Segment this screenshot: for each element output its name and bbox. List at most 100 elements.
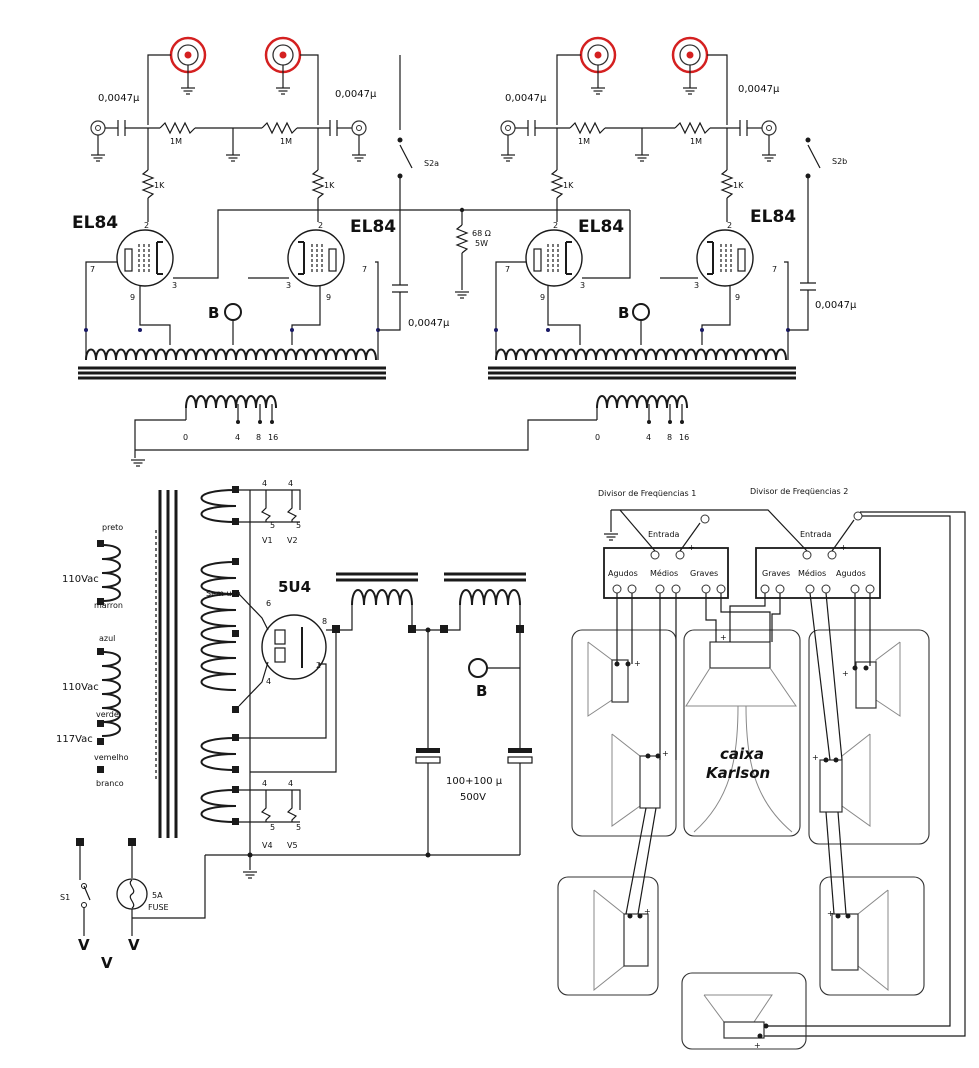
svg-text:0: 0 <box>595 433 600 442</box>
fuse-label: FUSE <box>148 903 169 912</box>
crossover-box-2 <box>755 547 881 599</box>
heater-label: V5 <box>287 841 298 850</box>
switch-label: S2a <box>424 159 439 168</box>
karlson-cabinet <box>683 629 801 837</box>
plus-label: + <box>840 543 847 552</box>
switch-label: S1 <box>60 893 70 902</box>
b-supply-label: B <box>618 304 629 322</box>
band-label: Médios <box>650 568 678 578</box>
svg-text:9: 9 <box>735 293 740 302</box>
band-label: Graves <box>762 569 790 578</box>
cap-label: 0,0047µ <box>505 93 547 104</box>
resistor-label: 1M <box>578 137 590 146</box>
crossover-speakers: Divisor de Freqüencias 1 Divisor de Freq… <box>557 487 966 1050</box>
svg-text:16: 16 <box>679 433 689 442</box>
speaker-cabinet <box>808 629 930 845</box>
svg-text:2: 2 <box>316 661 321 670</box>
svg-text:7: 7 <box>772 265 777 274</box>
svg-text:2: 2 <box>144 221 149 230</box>
tube-label: EL84 <box>350 217 396 237</box>
svg-text:7: 7 <box>90 265 95 274</box>
el84-tube-icon <box>287 229 345 287</box>
cap-label: 0,0047µ <box>335 89 377 100</box>
svg-text:3: 3 <box>694 281 699 290</box>
svg-text:3: 3 <box>580 281 585 290</box>
svg-text:8: 8 <box>256 433 261 442</box>
heater-label: V1 <box>262 536 273 545</box>
amplifier-2: 0,0047µ 0,0047µ 1M 1M 1K 1K EL84 EL84 2 2… <box>135 36 857 451</box>
wire-label: vemelho <box>94 753 129 762</box>
speaker-driver-icon <box>639 755 661 809</box>
svg-text:4: 4 <box>235 433 240 442</box>
el84-tube-icon <box>525 229 583 287</box>
svg-text:7: 7 <box>362 265 367 274</box>
svg-text:4: 4 <box>262 479 267 488</box>
el84-tube-icon <box>116 229 174 287</box>
output-transformer-primary <box>85 348 377 361</box>
svg-text:4: 4 <box>288 479 293 488</box>
input-jack-icon[interactable] <box>351 120 367 136</box>
svg-text:5: 5 <box>296 823 301 832</box>
wire-label: preto <box>102 523 123 532</box>
input-jack-icon[interactable] <box>90 120 106 136</box>
cap-label: 0,0047µ <box>738 84 780 95</box>
ac-label: V <box>78 936 90 954</box>
crossover-title: Divisor de Freqüencias 2 <box>750 487 848 496</box>
plus-label: + <box>662 749 669 758</box>
fuse-label: 5A <box>152 891 163 900</box>
svg-text:2: 2 <box>727 221 732 230</box>
plus-label: + <box>688 543 695 552</box>
cabinet-label: Karlson <box>706 764 770 782</box>
svg-text:0: 0 <box>183 433 188 442</box>
svg-text:9: 9 <box>326 293 331 302</box>
speaker-cabinet <box>819 876 925 996</box>
wire-label: azul <box>99 634 115 643</box>
svg-text:6: 6 <box>266 599 271 608</box>
voltage-label: 117Vac <box>56 734 93 745</box>
svg-text:2: 2 <box>553 221 558 230</box>
filter-cap-label: 100+100 µ <box>446 776 503 787</box>
voltage-label: 110Vac <box>62 574 99 585</box>
cap-label: 0,0047µ <box>815 300 857 311</box>
crossover-title: Divisor de Freqüencias 1 <box>598 489 696 498</box>
plus-label: + <box>812 753 819 762</box>
svg-text:9: 9 <box>540 293 545 302</box>
resistor-label: 68 Ω <box>472 229 491 238</box>
crossover-box-1 <box>603 547 729 599</box>
el84-tube-icon <box>696 229 754 287</box>
wire-label: branco <box>96 779 124 788</box>
input-jack-icon[interactable] <box>761 120 777 136</box>
input-jack-icon[interactable] <box>500 120 516 136</box>
switch-label: S2b <box>832 157 847 166</box>
sem-uso-label: Sem uso <box>206 589 241 598</box>
ac-label: V <box>101 954 113 972</box>
svg-text:4: 4 <box>288 779 293 788</box>
plus-label: + <box>842 669 849 678</box>
power-supply: preto marron azul verde vemelho branco 1… <box>56 479 533 972</box>
wire-label: marron <box>94 601 123 610</box>
tube-label: EL84 <box>72 213 118 233</box>
speaker-driver-icon <box>611 659 629 703</box>
voltage-label: 110Vac <box>62 682 99 693</box>
output-transformer-primary <box>495 348 787 361</box>
speaker-cabinet <box>557 876 659 996</box>
entrada-label: Entrada <box>800 530 832 539</box>
speaker-driver-icon <box>723 1021 765 1039</box>
band-label: Agudos <box>608 569 638 578</box>
resistor-label: 1M <box>170 137 182 146</box>
tube-label: EL84 <box>578 217 624 237</box>
speaker-driver-icon <box>819 759 843 813</box>
plus-label: + <box>827 909 834 918</box>
svg-text:5: 5 <box>270 823 275 832</box>
b-supply-label: B <box>208 304 219 322</box>
resistor-label: 1M <box>690 137 702 146</box>
entrada-label: Entrada <box>648 530 680 539</box>
svg-text:7: 7 <box>505 265 510 274</box>
resistor-label: 1K <box>324 181 335 190</box>
svg-text:8: 8 <box>322 617 327 626</box>
svg-text:4: 4 <box>262 779 267 788</box>
band-label: Médios <box>798 568 826 578</box>
speaker-driver-icon <box>855 661 877 709</box>
resistor-label: 1K <box>733 181 744 190</box>
